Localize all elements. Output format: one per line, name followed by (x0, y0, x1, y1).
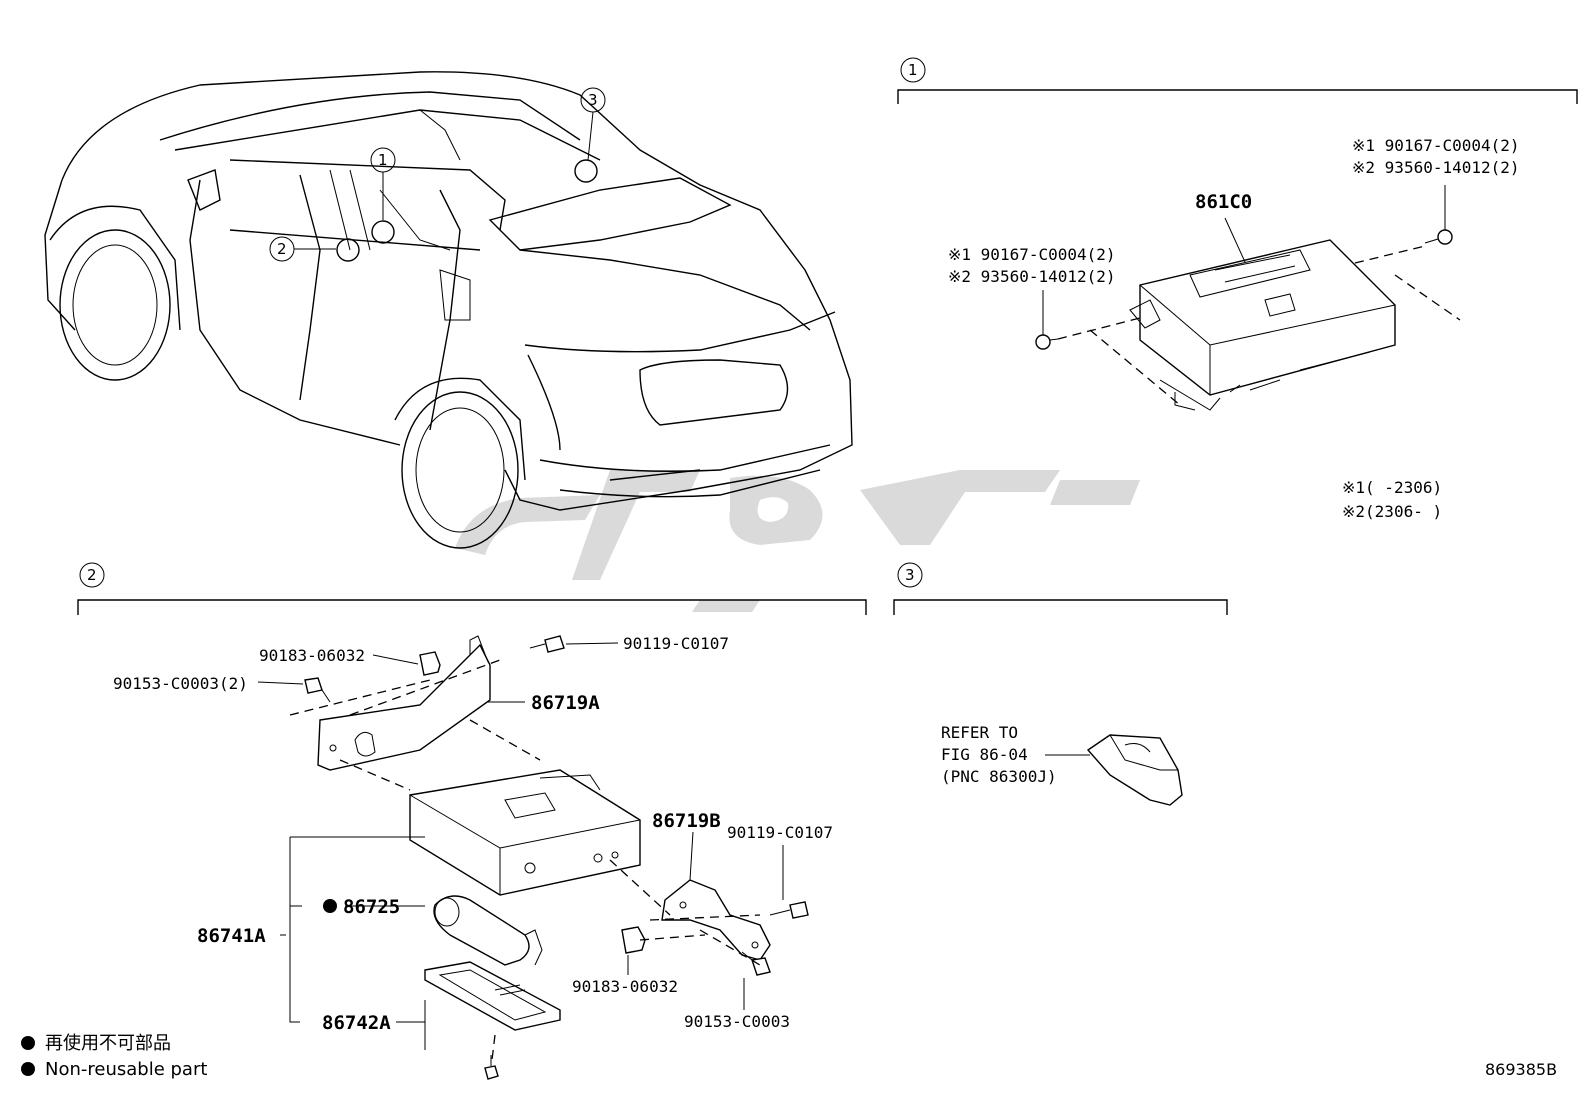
section-2-number: 2 (87, 566, 97, 584)
non-reusable-marker-86725 (323, 899, 337, 913)
legend-bullet-jp (21, 1036, 35, 1050)
p-86742a: 86742A (322, 1012, 391, 1034)
antenna-unit (1045, 734, 1183, 806)
vehicle-overview (44, 71, 853, 549)
watermark-logo (455, 470, 1140, 612)
p-90183-06032-top: 90183-06032 (259, 646, 365, 665)
s1-note-right-1: ※1 90167-C0004(2) (1352, 136, 1520, 155)
figure-id: 869385B (1485, 1060, 1557, 1079)
module-assembly (257, 635, 809, 1080)
overview-callout-2: 2 (277, 240, 287, 258)
s1-note-left-2: ※2 93560-14012(2) (948, 267, 1116, 286)
p-90183-06032-bottom: 90183-06032 (572, 977, 678, 996)
s1-note-right-2: ※2 93560-14012(2) (1352, 158, 1520, 177)
legend-en: Non-reusable part (45, 1059, 207, 1080)
section-3-bracket (893, 562, 1228, 615)
p-86719a: 86719A (531, 692, 600, 714)
refer-to-line-2: FIG 86-04 (941, 745, 1028, 764)
s1-legend-1: ※1( -2306) (1342, 478, 1442, 497)
s1-legend-2: ※2(2306- ) (1342, 502, 1442, 521)
p-90119-c0107-top: 90119-C0107 (623, 634, 729, 653)
p-86741a: 86741A (197, 925, 266, 947)
p-86725: 86725 (343, 896, 400, 918)
section-2-bracket (77, 562, 867, 615)
section-3-number: 3 (905, 566, 915, 584)
refer-to-line-3: (PNC 86300J) (941, 767, 1057, 786)
section-1-bracket (897, 57, 1578, 104)
p-90153-c0003-2: 90153-C0003(2) (113, 674, 248, 693)
legend-bullet-en (21, 1062, 35, 1076)
overview-callout-1: 1 (378, 151, 388, 169)
section-1-number: 1 (908, 61, 918, 79)
p-90119-c0107-right: 90119-C0107 (727, 823, 833, 842)
s1-note-left-1: ※1 90167-C0004(2) (948, 245, 1116, 264)
refer-to-line-1: REFER TO (941, 723, 1018, 742)
wireless-charger-module (1035, 185, 1461, 411)
p-90153-c0003: 90153-C0003 (684, 1012, 790, 1031)
p-86719b: 86719B (652, 810, 721, 832)
overview-callout-3: 3 (588, 91, 598, 109)
legend-jp: 再使用不可部品 (45, 1033, 171, 1054)
s1-main-part-label: 861C0 (1195, 191, 1252, 213)
